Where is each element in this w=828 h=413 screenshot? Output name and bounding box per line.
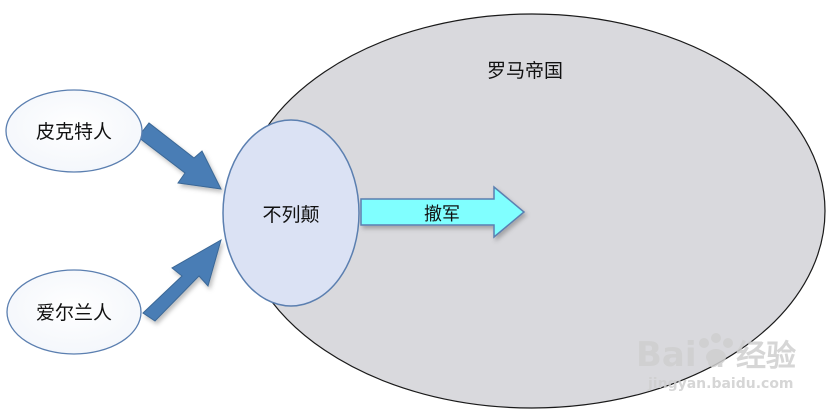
picts-label: 皮克特人 (36, 121, 112, 143)
baidu-watermark: Bai u 经验 jingyan.baidu.com (636, 333, 796, 392)
irish-arrow (142, 238, 222, 322)
britain-ellipse (222, 119, 360, 307)
watermark-brand-tail: u (706, 344, 725, 374)
withdraw-label: 撤军 (424, 204, 460, 225)
watermark-brand-cn: 经验 (736, 339, 796, 374)
britain-label: 不列颠 (262, 204, 319, 226)
irish-label: 爱尔兰人 (36, 302, 112, 324)
paw-icon (699, 333, 733, 365)
irish-node (6, 269, 142, 355)
picts-node (5, 89, 143, 173)
roman-empire-label: 罗马帝国 (487, 60, 563, 82)
watermark-brand: Bai (636, 335, 697, 375)
picts-arrow (137, 122, 222, 190)
withdraw-arrow (360, 185, 526, 239)
watermark-url: jingyan.baidu.com (647, 376, 794, 392)
